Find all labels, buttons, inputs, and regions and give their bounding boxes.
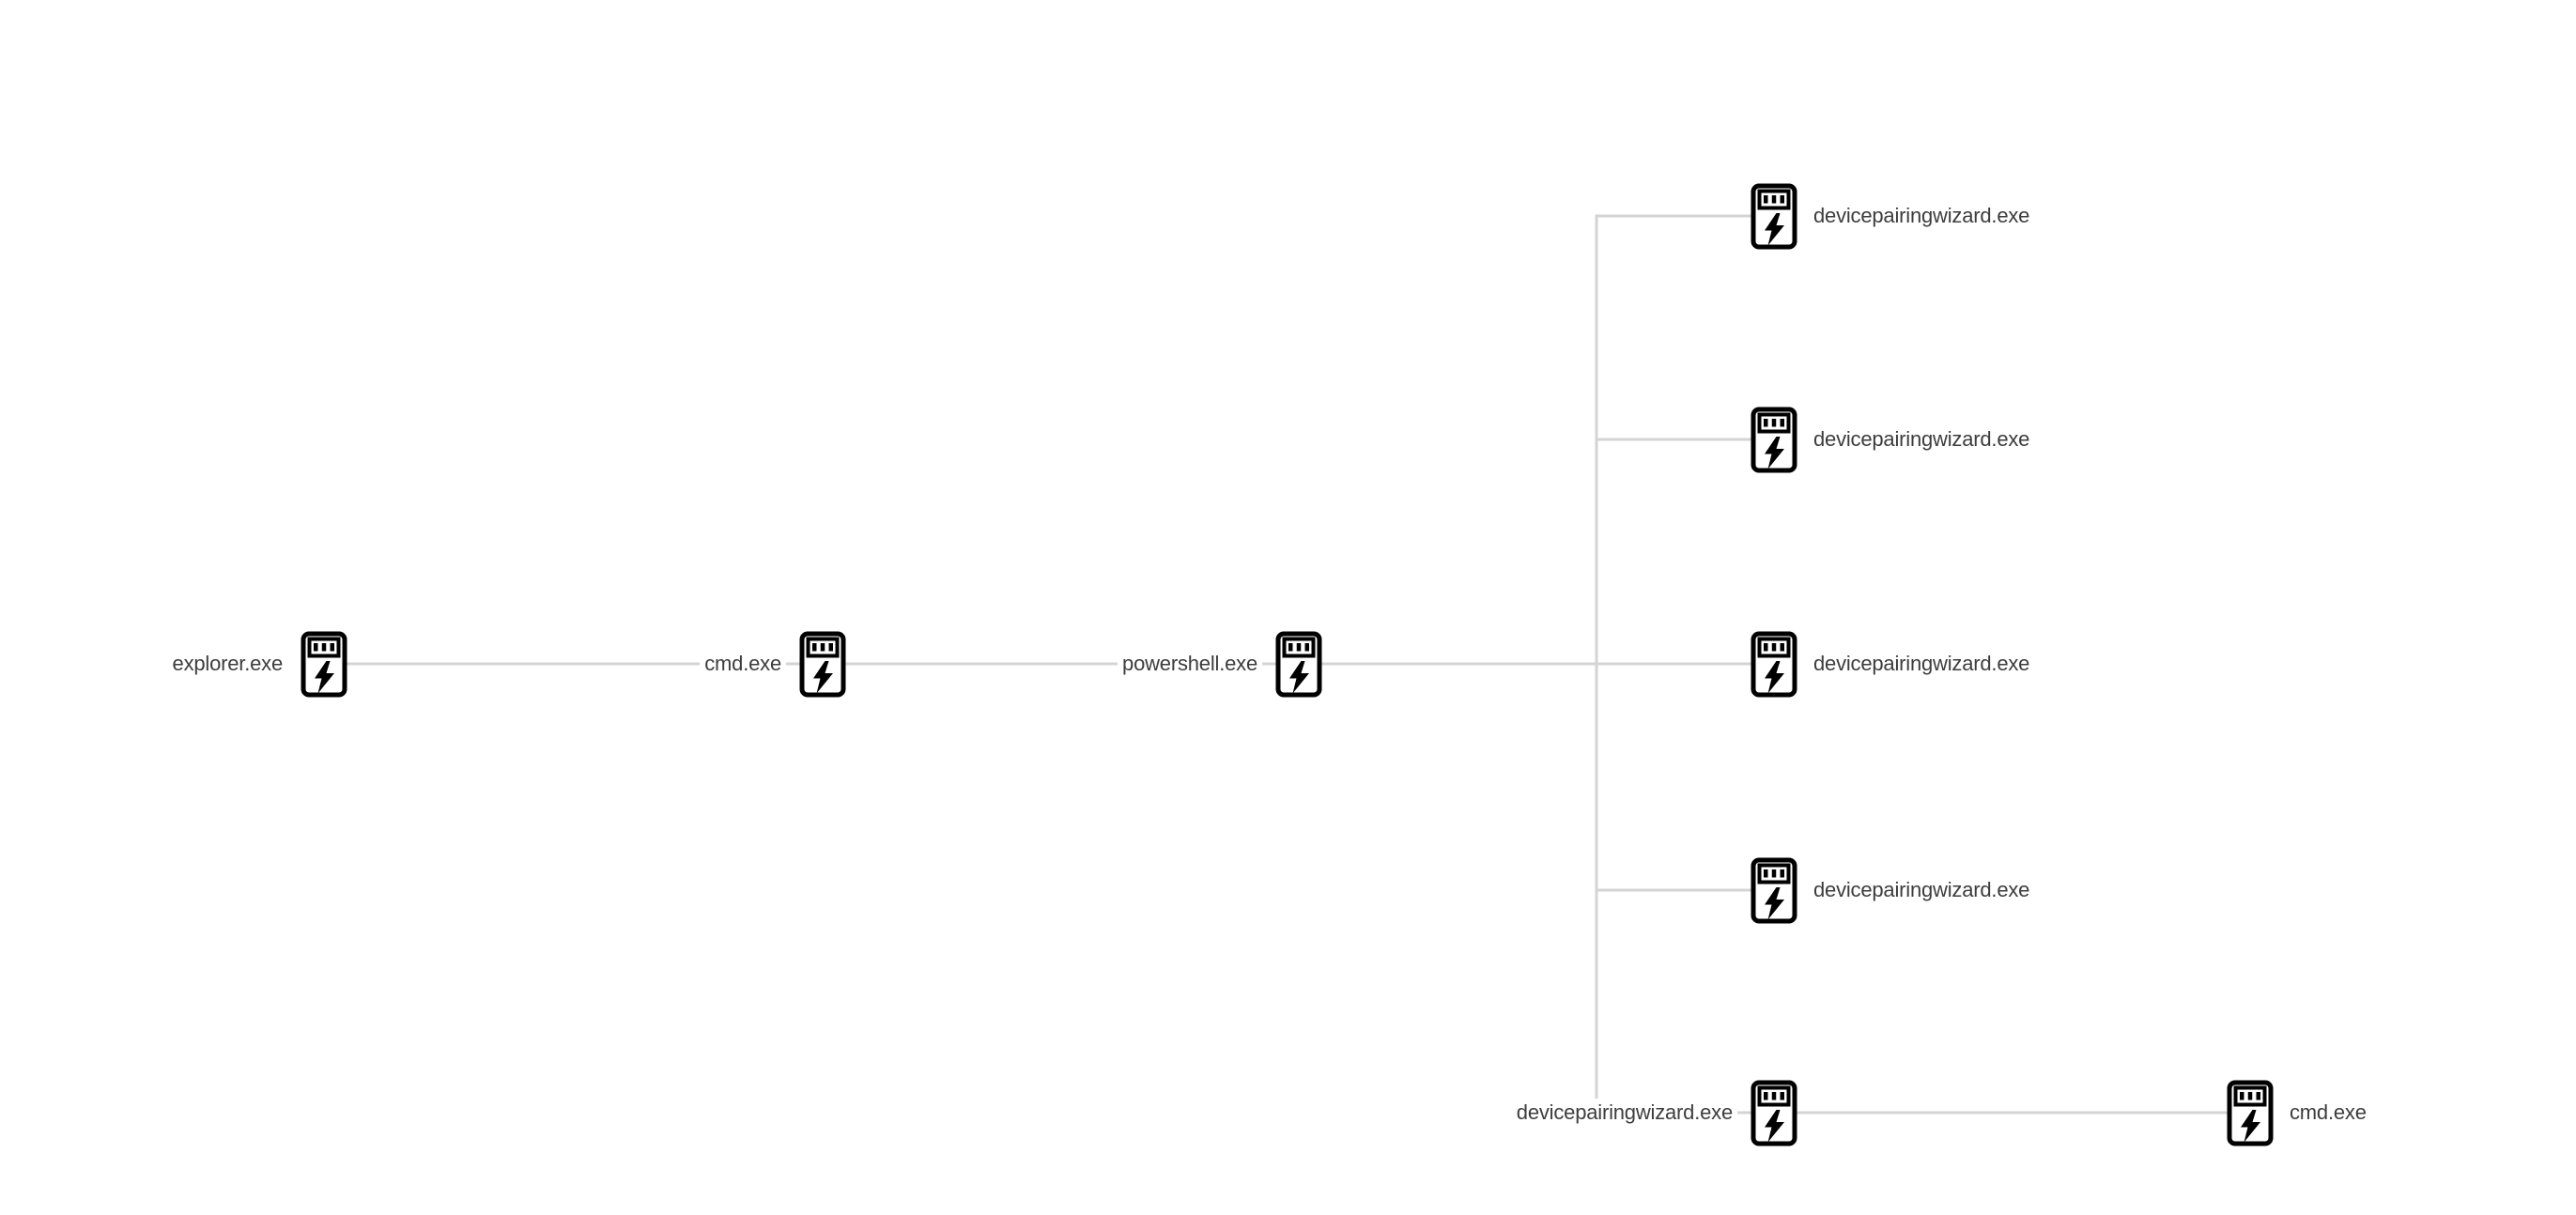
process-node-label-cmd-2: cmd.exe — [2285, 1099, 2371, 1127]
process-icon-dpw-1[interactable] — [1751, 183, 1797, 250]
edge-trunk-with-top-stub — [1595, 214, 1774, 1113]
process-node-label-dpw-5: devicepairingwizard.exe — [1511, 1099, 1737, 1127]
process-icon-explorer[interactable] — [301, 631, 347, 698]
process-icon-dpw-2[interactable] — [1751, 407, 1797, 473]
process-icon-cmd-1[interactable] — [799, 631, 846, 698]
process-icon-cmd-2[interactable] — [2227, 1080, 2274, 1146]
process-node-label-dpw-4: devicepairingwizard.exe — [1809, 876, 2035, 904]
process-icon-dpw-4[interactable] — [1751, 857, 1797, 924]
process-node-label-dpw-3: devicepairingwizard.exe — [1809, 650, 2035, 678]
process-icon-dpw-3[interactable] — [1751, 631, 1797, 698]
process-icon-dpw-5[interactable] — [1751, 1080, 1797, 1146]
process-node-label-dpw-1: devicepairingwizard.exe — [1809, 202, 2035, 230]
process-node-label-dpw-2: devicepairingwizard.exe — [1809, 425, 2035, 454]
process-node-label-cmd-1: cmd.exe — [700, 650, 786, 678]
process-node-label-explorer: explorer.exe — [167, 650, 287, 678]
process-node-label-powershell: powershell.exe — [1118, 650, 1262, 678]
process-icon-powershell[interactable] — [1275, 631, 1322, 698]
